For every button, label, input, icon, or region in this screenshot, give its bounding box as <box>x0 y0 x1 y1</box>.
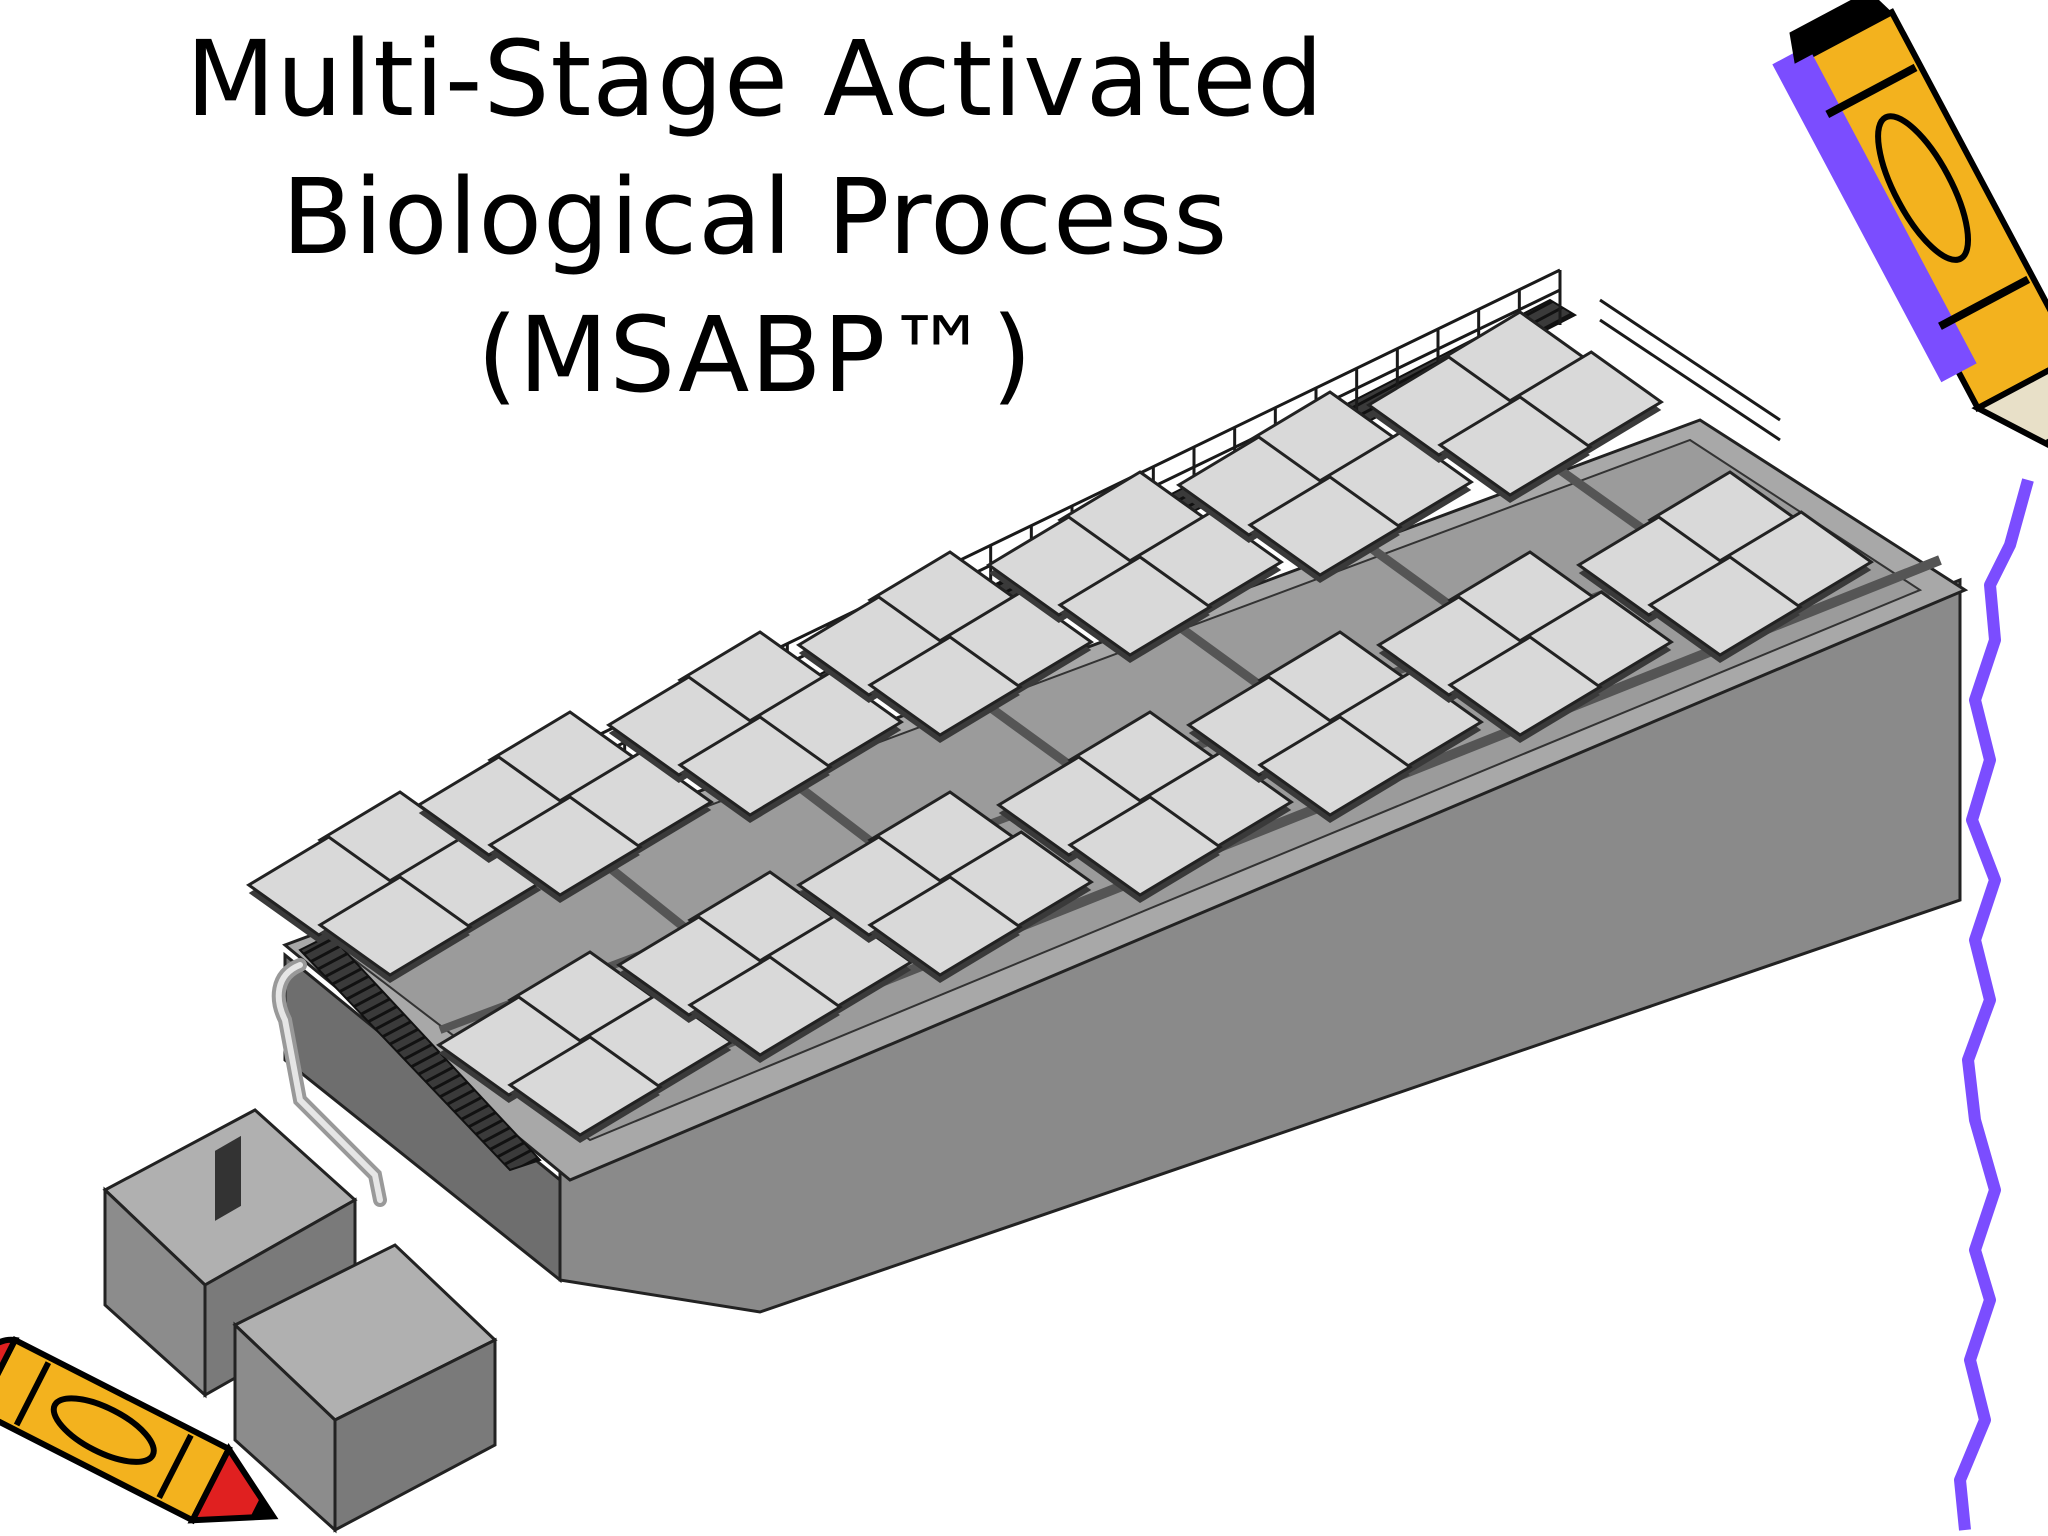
pencil-icon <box>0 1335 279 1525</box>
aeration-module <box>1447 635 1603 743</box>
aeration-module <box>507 1035 663 1143</box>
aeration-module <box>1067 795 1223 903</box>
blower-building-2 <box>232 1243 498 1534</box>
title-line-1: Multi-Stage Activated <box>185 18 1325 140</box>
title-line-3: (MSABP™) <box>476 294 1034 416</box>
aeration-module <box>867 875 1023 983</box>
aeration-module <box>867 635 1023 743</box>
aeration-module <box>317 875 473 983</box>
tank-structure <box>246 268 1969 1314</box>
aeration-module <box>687 955 843 1063</box>
aeration-module <box>1247 475 1403 583</box>
aeration-module <box>1647 555 1803 663</box>
squiggle-line <box>1954 478 2034 1531</box>
aeration-module <box>1257 715 1413 823</box>
aeration-module <box>1437 395 1593 503</box>
aeration-module <box>677 715 833 823</box>
aeration-module <box>1057 555 1213 663</box>
pencil-icon <box>1772 0 2048 458</box>
title-line-2: Biological Process <box>281 156 1229 278</box>
slide-title: Multi-Stage Activated Biological Process… <box>90 10 1420 424</box>
aeration-modules <box>246 310 1874 1143</box>
aeration-module <box>487 795 643 903</box>
